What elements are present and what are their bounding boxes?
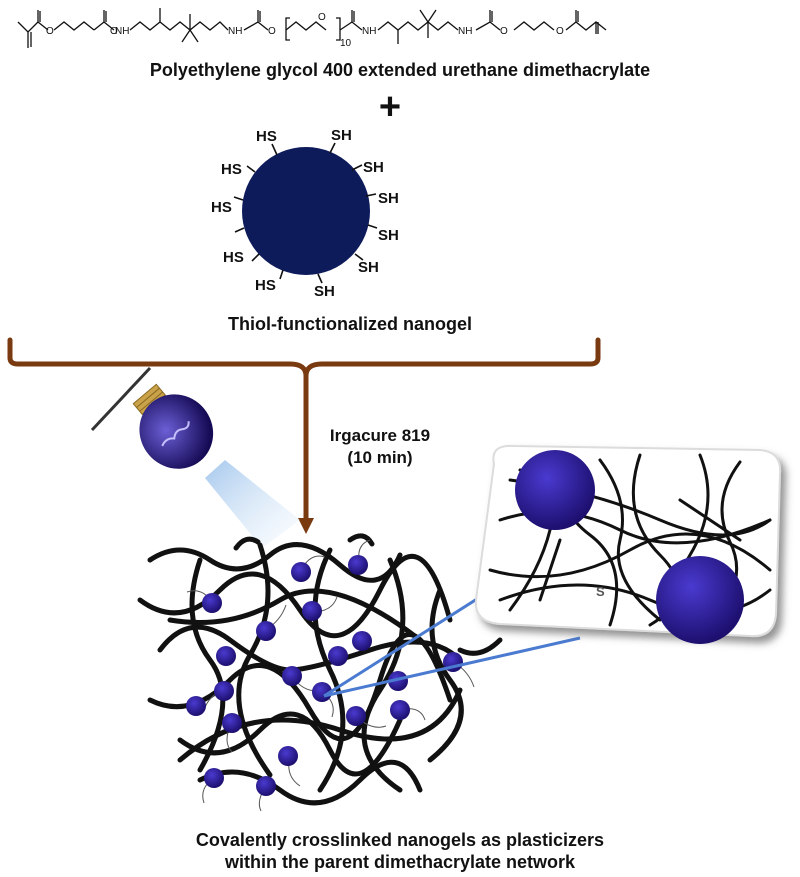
thiol-label: HS (211, 199, 232, 216)
nanoparticle (388, 671, 408, 691)
nanoparticle (214, 681, 234, 701)
thiol-label: HS (221, 161, 242, 178)
uv-lamp-icon (90, 366, 300, 548)
nanoparticle (278, 746, 298, 766)
inset-nanoparticle (656, 556, 744, 644)
nanoparticle (186, 696, 206, 716)
atom-nh: NH (115, 26, 129, 37)
nanoparticle (291, 562, 311, 582)
network-nanoparticles (186, 555, 463, 796)
nanoparticle (282, 666, 302, 686)
atom-o: O (46, 26, 54, 37)
atom-nh: NH (458, 26, 472, 37)
atom-o: O (268, 26, 276, 37)
nanoparticle (390, 700, 410, 720)
inset-sulfur-label: S (596, 584, 605, 599)
thiol-label: SH (331, 127, 352, 144)
thiol-label: HS (223, 249, 244, 266)
thiol-label: SH (378, 190, 399, 207)
initiator-name: Irgacure 819 (329, 426, 431, 445)
nanogel-title: Thiol-functionalized nanogel (228, 314, 472, 334)
nanoparticle (352, 631, 372, 651)
nanoparticle (346, 706, 366, 726)
nanoparticle (222, 713, 242, 733)
nanoparticle (204, 768, 224, 788)
nanoparticle (256, 776, 276, 796)
result-caption: Covalently crosslinked nanogels as plast… (0, 829, 800, 873)
result-caption-line1: Covalently crosslinked nanogels as plast… (195, 830, 605, 850)
nanoparticle (302, 601, 322, 621)
nanogel-sphere (242, 147, 370, 275)
atom-nh: NH (228, 26, 242, 37)
repeat-count: 10 (340, 38, 352, 49)
thiol-label: SH (314, 283, 335, 300)
atom-o: O (556, 26, 564, 37)
nanoparticle (256, 621, 276, 641)
monomer-atom-labels: O O NH NH O O 10 NH NH O O (46, 12, 564, 49)
atom-o: O (318, 12, 326, 23)
monomer-title: Polyethylene glycol 400 extended urethan… (149, 60, 651, 80)
thiol-label: SH (363, 159, 384, 176)
nanoparticle (216, 646, 236, 666)
initiator-time: (10 min) (347, 448, 413, 467)
thiol-nanogel: HS HS HS HS HS SH SH SH SH SH SH (211, 127, 399, 300)
nanoparticle (328, 646, 348, 666)
atom-o: O (500, 26, 508, 37)
inset-nanoparticle (515, 450, 595, 530)
atom-o: O (110, 26, 118, 37)
nanoparticle (312, 682, 332, 702)
combination-bracket (7, 337, 601, 534)
initiator-label: Irgacure 819 (10 min) (290, 425, 470, 469)
atom-nh: NH (362, 26, 376, 37)
monomer-structure (17, 8, 607, 48)
nanoparticle (348, 555, 368, 575)
thiol-label: HS (255, 277, 276, 294)
thiol-label: SH (358, 259, 379, 276)
thiol-label: SH (378, 227, 399, 244)
result-caption-line2: within the parent dimethacrylate network (224, 852, 576, 872)
thiol-label: HS (256, 128, 277, 145)
magnified-inset: S (474, 444, 782, 644)
plus-sign: + (378, 86, 402, 128)
nanoparticle (202, 593, 222, 613)
